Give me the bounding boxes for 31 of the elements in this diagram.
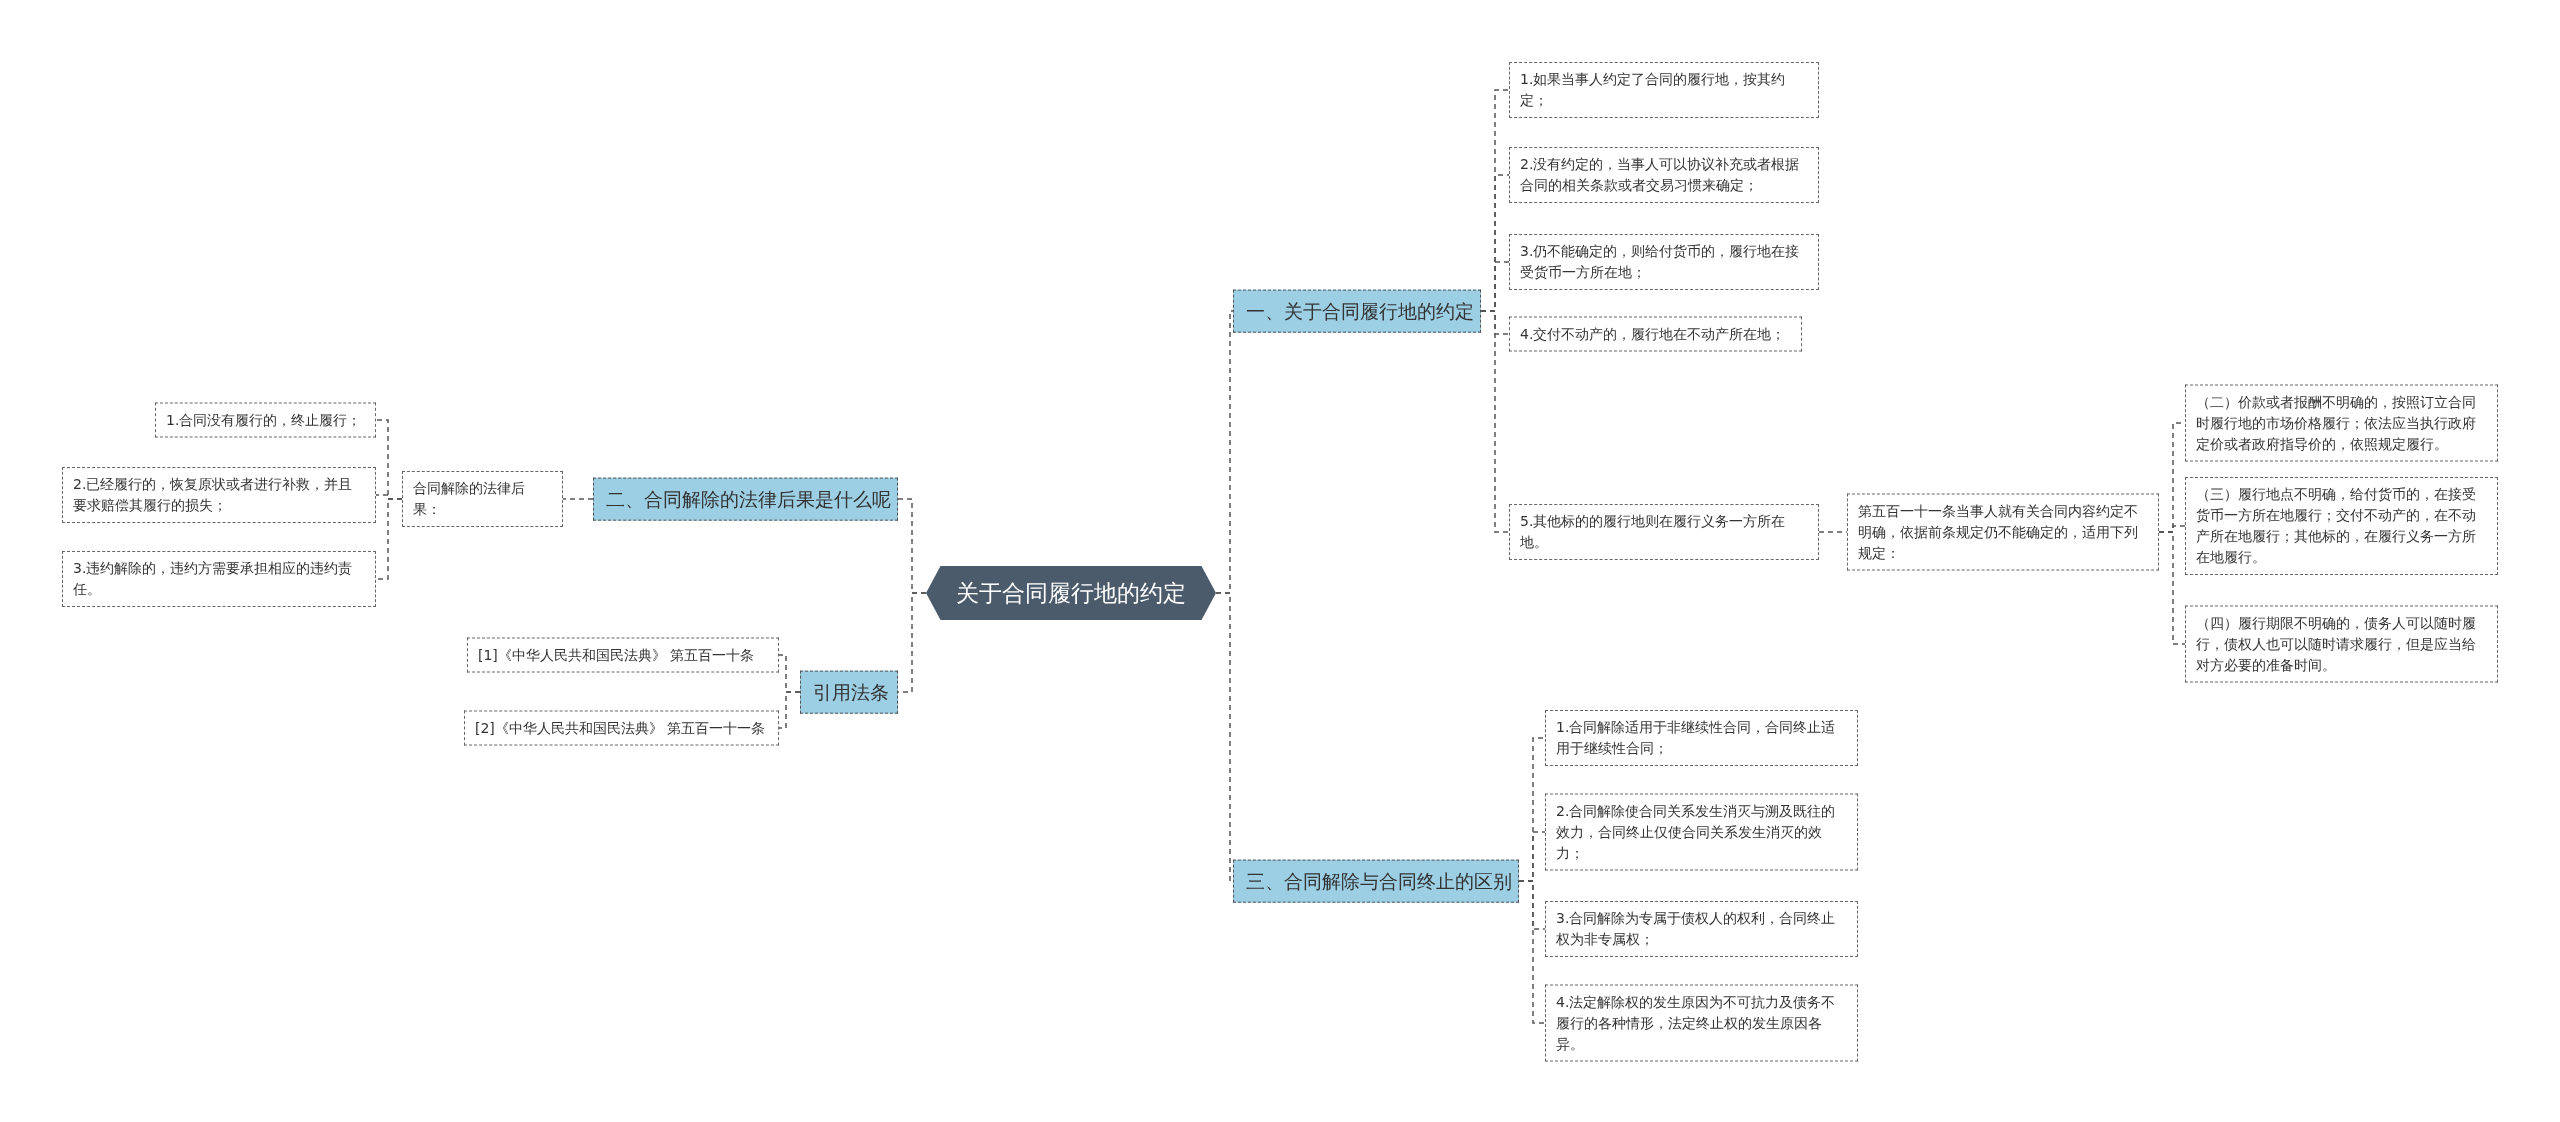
subtopic-box: 4.交付不动产的，履行地在不动产所在地；	[1509, 316, 1802, 352]
subtopic-box: 1.如果当事人约定了合同的履行地，按其约定；	[1509, 62, 1819, 118]
subtopic-box: 2.合同解除使合同关系发生消灭与溯及既往的效力，合同终止仅使合同关系发生消灭的效力；	[1545, 793, 1858, 871]
branch-topic: 一、关于合同履行地的约定	[1233, 289, 1481, 333]
connector-line	[1518, 880, 1546, 1024]
subtopic-box: 3.合同解除为专属于债权人的权利，合同终止权为非专属权；	[1545, 901, 1858, 957]
branch-topic: 三、合同解除与合同终止的区别	[1233, 859, 1519, 903]
subtopic-box: （二）价款或者报酬不明确的，按照订立合同时履行地的市场价格履行；依法应当执行政府定价或者政府指导价的，依照规定履行。	[2185, 384, 2498, 462]
subtopic-box: 2.没有约定的，当事人可以协议补充或者根据合同的相关条款或者交易习惯来确定；	[1509, 147, 1819, 203]
subtopic-box: （三）履行地点不明确，给付货币的，在接受货币一方所在地履行；交付不动产的，在不动产所在地履行；其他标的，在履行义务一方所在地履行。	[2185, 477, 2498, 575]
subtopic-box: 2.已经履行的，恢复原状或者进行补救，并且要求赔偿其履行的损失；	[62, 467, 376, 523]
subtopic-box: [2]《中华人民共和国民法典》 第五百一十一条	[464, 710, 779, 746]
connector-line	[2158, 531, 2186, 645]
branch-topic: 二、合同解除的法律后果是什么呢	[593, 477, 898, 521]
subtopic-box: [1]《中华人民共和国民法典》 第五百一十条	[467, 637, 779, 673]
subtopic-box: 5.其他标的的履行地则在履行义务一方所在地。	[1509, 504, 1819, 560]
central-topic: 关于合同履行地的约定	[926, 566, 1216, 620]
subtopic-box: 合同解除的法律后果：	[402, 471, 563, 527]
subtopic-box: 第五百一十一条当事人就有关合同内容约定不明确，依据前条规定仍不能确定的，适用下列规定：	[1847, 493, 2159, 571]
subtopic-box: 4.法定解除权的发生原因为不可抗力及债务不履行的各种情形，法定终止权的发生原因各异。	[1545, 984, 1858, 1062]
connector-line	[562, 498, 594, 500]
connector-line	[375, 498, 403, 580]
branch-topic: 引用法条	[800, 670, 898, 714]
connector-line	[1480, 310, 1510, 533]
subtopic-box: 1.合同解除适用于非继续性合同，合同终止适用于继续性合同；	[1545, 710, 1858, 766]
subtopic-box: （四）履行期限不明确的，债务人可以随时履行，债权人也可以随时请求履行，但是应当给对方必要的准备时间。	[2185, 605, 2498, 683]
connector-line	[778, 691, 801, 729]
subtopic-box: 3.违约解除的，违约方需要承担相应的违约责任。	[62, 551, 376, 607]
subtopic-box: 3.仍不能确定的，则给付货币的，履行地在接受货币一方所在地；	[1509, 234, 1819, 290]
connector-line	[1215, 592, 1234, 882]
subtopic-box: 1.合同没有履行的，终止履行；	[155, 402, 376, 438]
